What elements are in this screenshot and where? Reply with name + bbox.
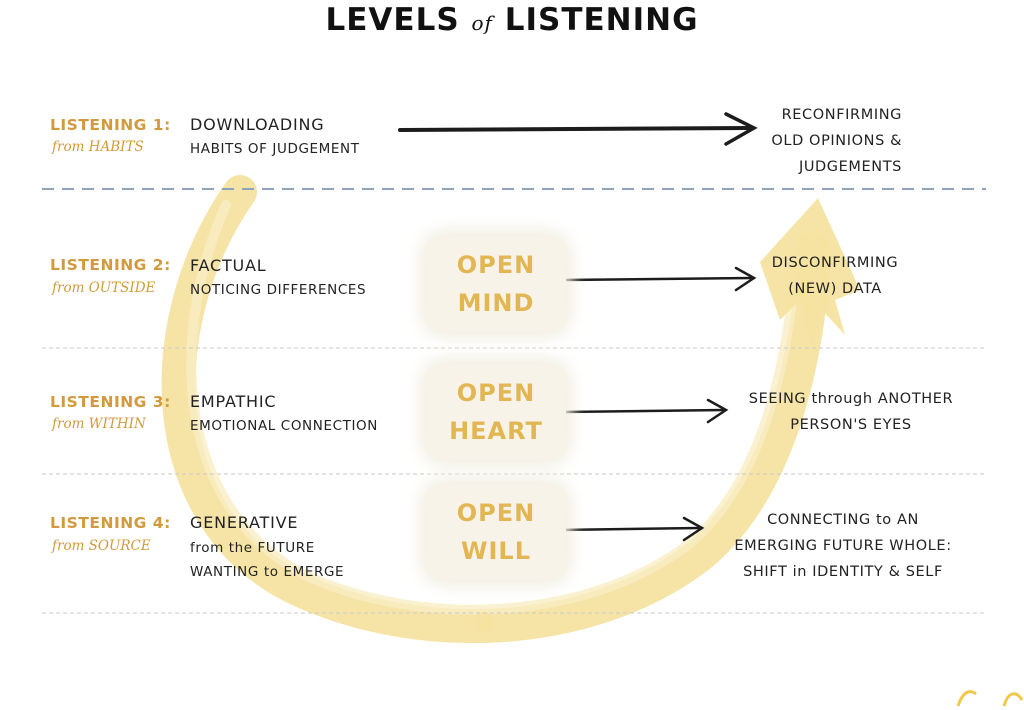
level-1-label: LISTENING 1: — [50, 116, 171, 134]
level-1-mode: DOWNLOADING — [190, 115, 325, 134]
open-will-line-1: OPEN — [456, 499, 536, 527]
level-1-source: from HABITS — [52, 139, 144, 155]
title-part-levels: LEVELS — [325, 2, 460, 38]
level-4-outcome-line-1: CONNECTING to AN — [767, 512, 919, 528]
level-4-mode: GENERATIVE — [190, 513, 299, 532]
level-3-label: LISTENING 3: — [50, 393, 171, 411]
open-will-box: OPEN WILL — [426, 484, 566, 580]
title-part-listening: LISTENING — [504, 2, 699, 38]
arrow-level-3 — [560, 398, 729, 424]
open-heart-line-1: OPEN — [456, 379, 536, 407]
open-mind-line-2: MIND — [457, 289, 535, 317]
level-4-source: from SOURCE — [52, 538, 151, 554]
level-4-outcome-line-3: SHIFT in IDENTITY & SELF — [743, 564, 943, 580]
level-3-outcome-line-2: PERSON'S EYES — [790, 417, 912, 433]
level-3-source: from WITHIN — [52, 416, 146, 432]
open-heart-line-2: HEART — [449, 417, 543, 445]
level-1-outcome-line-2: OLD OPINIONS & — [771, 133, 902, 149]
corner-mark — [956, 690, 1024, 707]
arrow-level-2 — [560, 266, 757, 292]
arrow-level-1 — [398, 112, 758, 146]
open-will-line-2: WILL — [461, 537, 531, 565]
open-heart-box: OPEN HEART — [426, 364, 566, 460]
level-4-desc: from the FUTURE WANTING to EMERGE — [190, 536, 344, 584]
level-2-source: from OUTSIDE — [52, 280, 156, 296]
level-3-outcome: SEEING through ANOTHER PERSON'S EYES — [736, 386, 966, 438]
level-3-desc: EMOTIONAL CONNECTION — [190, 418, 378, 434]
level-3-outcome-line-1: SEEING through ANOTHER — [748, 391, 954, 407]
open-mind-line-1: OPEN — [456, 251, 536, 279]
level-4-desc-line-2: WANTING to EMERGE — [190, 564, 345, 580]
u-curve-stroke — [161, 175, 831, 644]
level-1-outcome-line-1: RECONFIRMING — [781, 107, 902, 123]
level-3-mode: EMPATHIC — [190, 392, 277, 411]
u-curve-bottom-dot — [474, 612, 494, 632]
u-curve-stroke-inner — [186, 200, 801, 615]
level-2-outcome-line-2: (NEW) DATA — [788, 281, 882, 297]
level-2-outcome-line-1: DISCONFIRMING — [771, 255, 899, 271]
level-1-outcome-line-3: JUDGEMENTS — [798, 159, 902, 175]
page-title: LEVELS of LISTENING — [0, 2, 1024, 38]
title-joiner: of — [471, 11, 493, 35]
arrow-level-4 — [556, 516, 705, 542]
level-4-label: LISTENING 4: — [50, 514, 171, 532]
level-2-outcome: DISCONFIRMING (NEW) DATA — [760, 250, 910, 302]
level-4-desc-line-1: from the FUTURE — [190, 540, 315, 556]
u-curve-arrowhead — [760, 198, 860, 350]
level-1-desc: HABITS OF JUDGEMENT — [190, 141, 360, 157]
level-2-mode: FACTUAL — [190, 256, 267, 275]
level-2-desc: NOTICING DIFFERENCES — [190, 282, 367, 298]
level-2-label: LISTENING 2: — [50, 256, 171, 274]
open-mind-box: OPEN MIND — [426, 236, 566, 332]
level-4-outcome-line-2: EMERGING FUTURE WHOLE: — [734, 538, 952, 554]
level-1-outcome: RECONFIRMING OLD OPINIONS & JUDGEMENTS — [740, 102, 902, 180]
level-4-outcome: CONNECTING to AN EMERGING FUTURE WHOLE: … — [712, 507, 974, 585]
